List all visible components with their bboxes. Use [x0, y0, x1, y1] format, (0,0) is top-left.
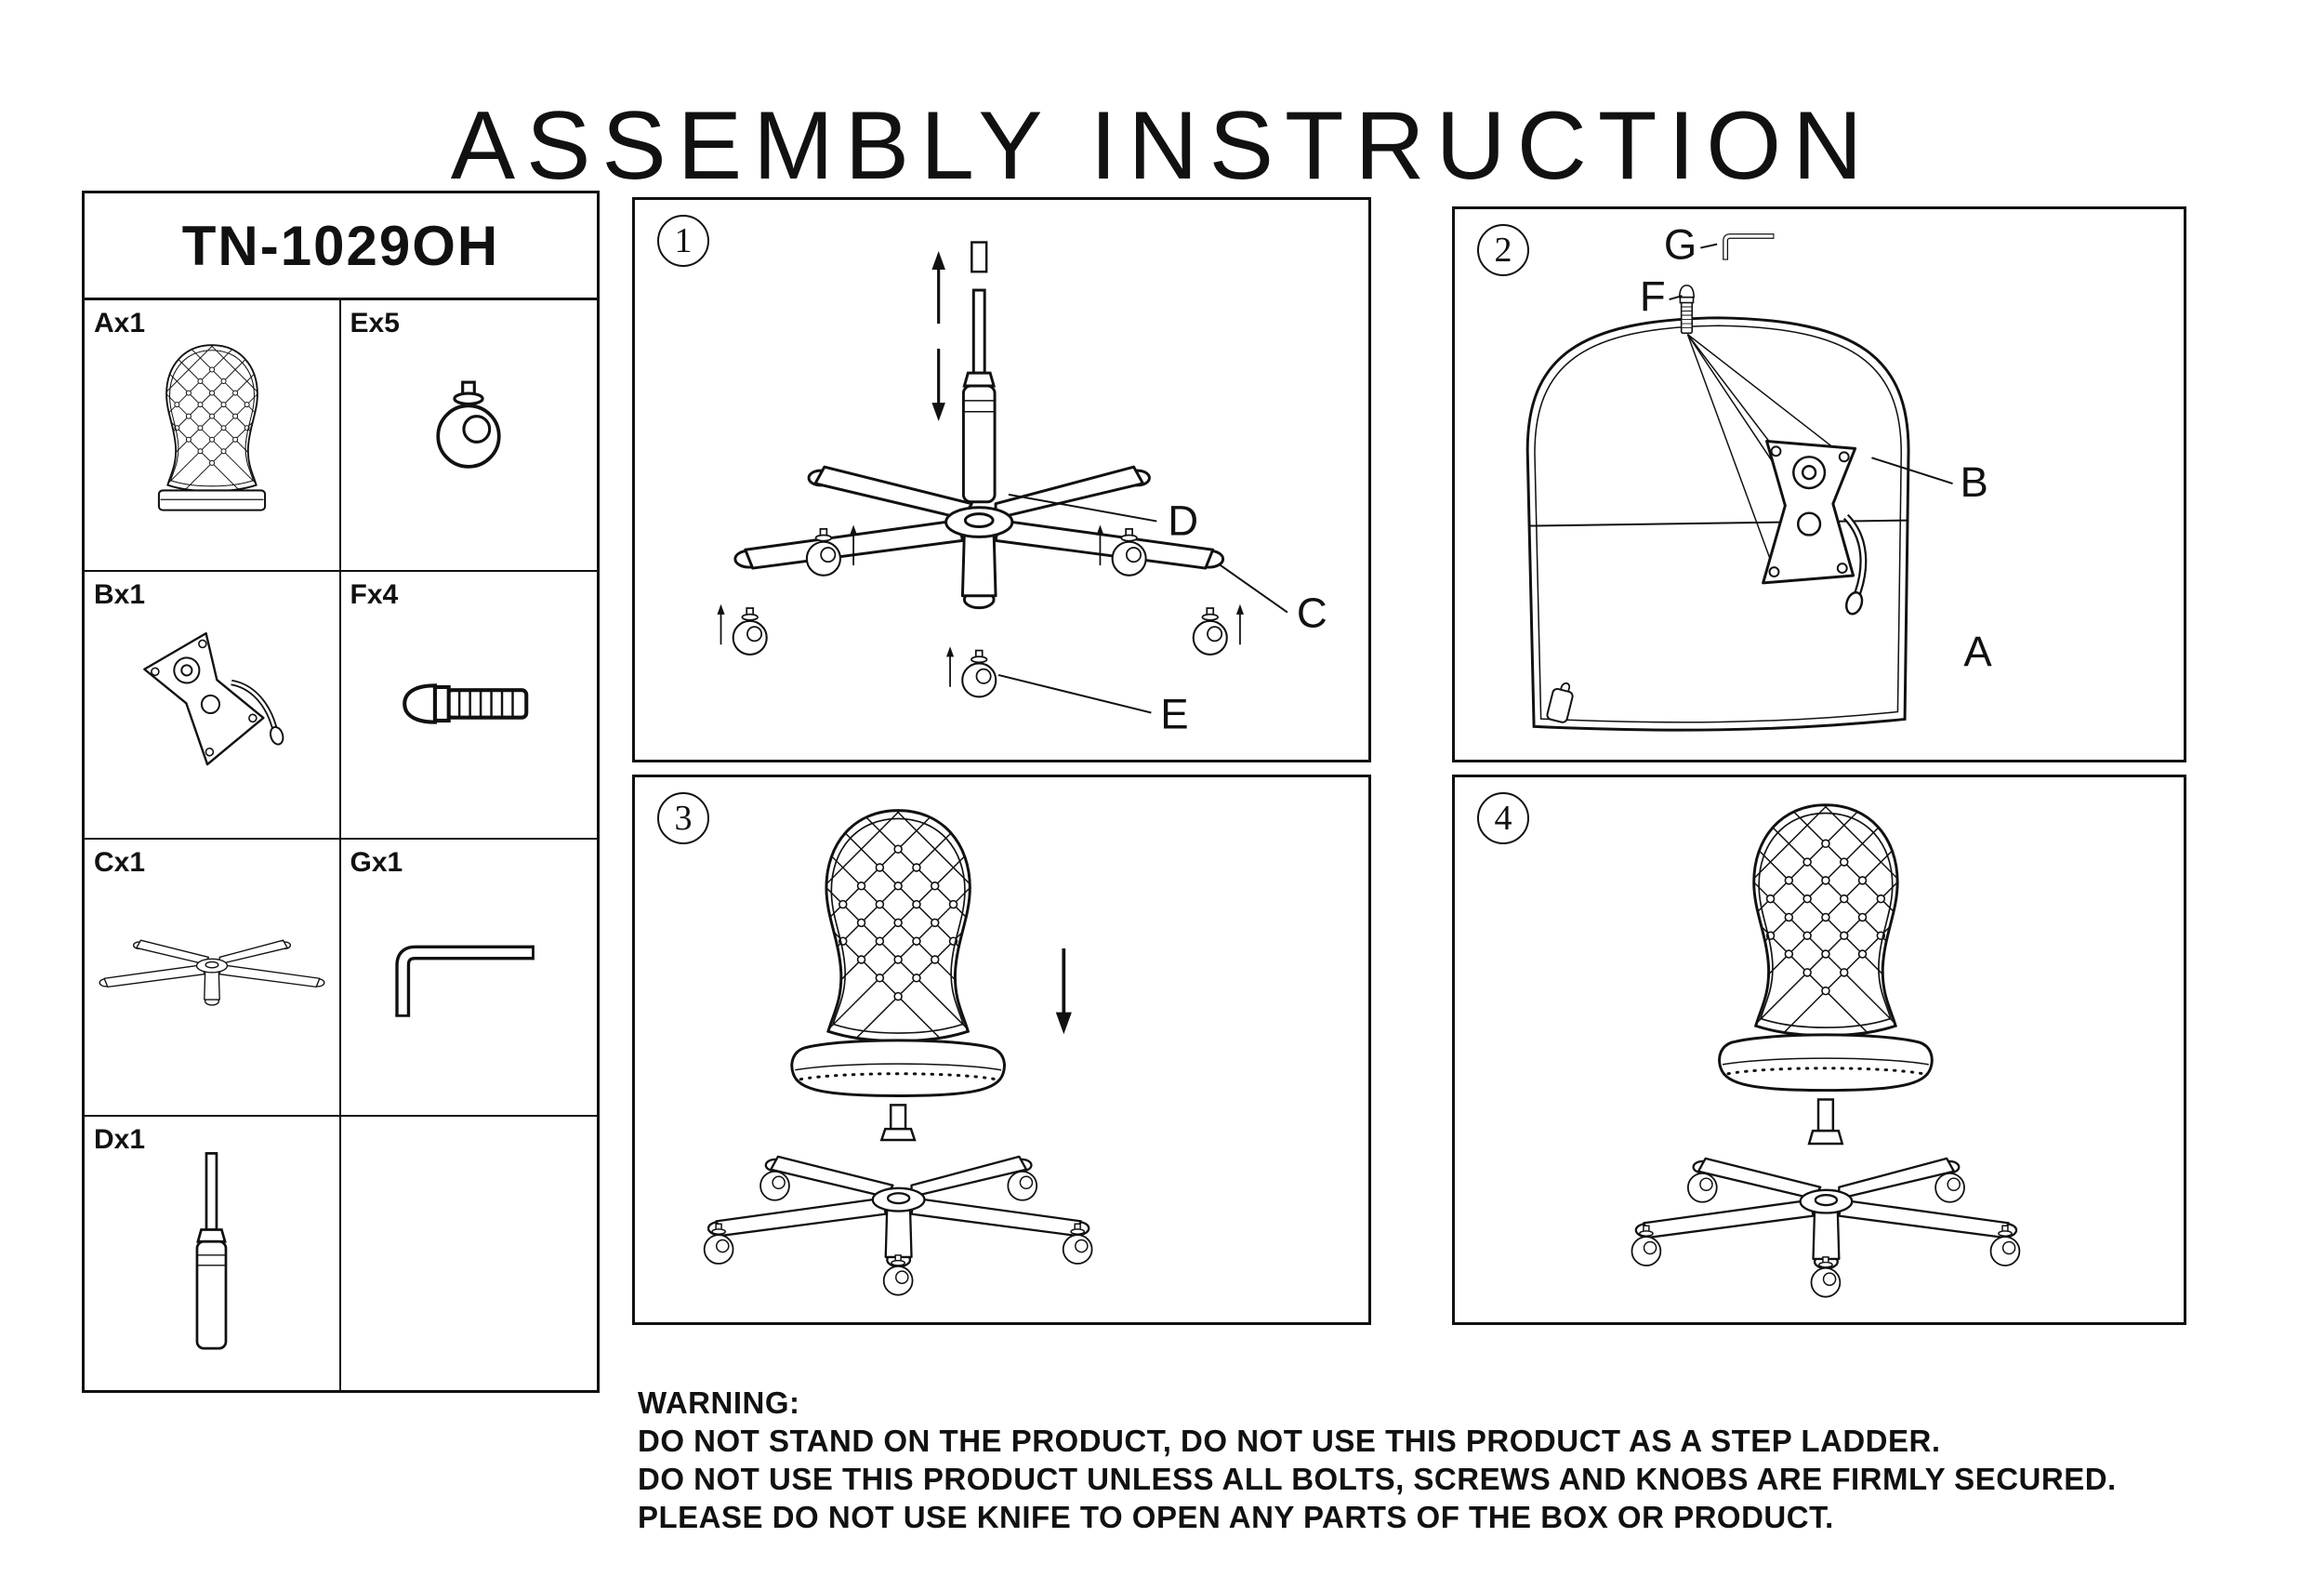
arrow-up-icon — [945, 645, 956, 688]
part-label: Fx4 — [350, 579, 399, 610]
callout-b: B — [1960, 458, 1987, 506]
allen-key-icon — [375, 928, 562, 1027]
part-cell-a: Ax1 — [85, 300, 341, 572]
parts-panel: TN-1029OH Ax1 Ex5 Bx1 — [82, 191, 600, 1393]
caster-icon — [732, 606, 768, 656]
callout-e: E — [1160, 690, 1188, 737]
callout-g: G — [1664, 220, 1697, 268]
tilt-mechanism-icon — [111, 616, 313, 795]
part-cell-b: Bx1 — [85, 572, 341, 840]
step3-diagram — [703, 777, 1093, 1296]
step2-diagram: G F B A — [1525, 220, 1992, 732]
part-label: Ex5 — [350, 308, 400, 338]
five-star-base-icon — [99, 939, 325, 1006]
callout-a: A — [1963, 628, 1992, 675]
model-number: TN-1029OH — [85, 193, 597, 300]
step4-diagram — [1631, 777, 2021, 1298]
part-label: Dx1 — [94, 1124, 146, 1155]
caster-icon — [436, 380, 501, 469]
step-number-badge: 4 — [1477, 792, 1529, 844]
arrow-down-icon — [1056, 948, 1072, 1034]
step-number-badge: 2 — [1477, 224, 1529, 276]
step-2-panel: G F B A 2 — [1452, 206, 2186, 762]
warning-heading: WARNING: — [638, 1385, 800, 1420]
chair-back-icon — [113, 340, 310, 511]
part-cell-e: Ex5 — [340, 300, 597, 572]
step-number: 3 — [674, 799, 693, 838]
allen-key-icon — [1723, 233, 1774, 259]
arrow-up-icon — [930, 249, 947, 325]
step-number-badge: 3 — [657, 792, 709, 844]
gas-lift-icon — [961, 288, 997, 504]
step-number-badge: 1 — [657, 215, 709, 267]
warning-line: PLEASE DO NOT USE KNIFE TO OPEN ANY PART… — [638, 1500, 1834, 1534]
parts-grid: Ax1 Ex5 Bx1 — [85, 300, 597, 1390]
part-cell-f: Fx4 — [340, 572, 597, 840]
callout-f: F — [1640, 272, 1666, 320]
caster-icon — [805, 527, 841, 576]
bolt-icon — [1678, 285, 1695, 335]
step-number: 2 — [1494, 231, 1512, 270]
caster-icon — [1192, 606, 1228, 656]
step-number: 1 — [674, 221, 693, 260]
step-3-panel: 3 — [632, 775, 1371, 1325]
arrow-up-icon — [1235, 603, 1245, 646]
chair-upper-icon — [1706, 777, 1954, 1120]
warning-block: WARNING: DO NOT STAND ON THE PRODUCT, DO… — [638, 1384, 2255, 1536]
caster-icon — [961, 649, 997, 698]
empty-cell — [341, 1117, 598, 1390]
step-1-panel: D C E 1 — [632, 197, 1371, 762]
callout-c: C — [1297, 589, 1327, 636]
arrow-up-icon — [716, 603, 726, 646]
tag-icon — [1546, 682, 1574, 723]
part-cell-c: Cx1 — [85, 840, 341, 1117]
chair-upper-icon — [778, 777, 1026, 1125]
step1-diagram: D C E — [716, 241, 1327, 737]
five-star-base-icon — [1634, 1157, 2018, 1270]
part-label: Ax1 — [94, 308, 146, 338]
arrow-down-icon — [930, 347, 947, 423]
part-label: Cx1 — [94, 847, 146, 878]
page-title: ASSEMBLY INSTRUCTION — [450, 91, 1874, 200]
step-number: 4 — [1494, 799, 1512, 838]
part-cell-d: Dx1 — [85, 1117, 341, 1390]
warning-line: DO NOT STAND ON THE PRODUCT, DO NOT USE … — [638, 1424, 1941, 1458]
callout-d: D — [1168, 497, 1198, 544]
bolt-icon — [390, 669, 547, 740]
gas-lift-icon — [195, 1152, 228, 1350]
step-4-panel: 4 — [1452, 775, 2186, 1325]
part-label: Bx1 — [94, 579, 146, 610]
part-cell-g: Gx1 — [340, 840, 597, 1117]
five-star-base-icon — [706, 1155, 1090, 1268]
warning-line: DO NOT USE THIS PRODUCT UNLESS ALL BOLTS… — [638, 1462, 2117, 1496]
part-label: Gx1 — [350, 847, 403, 878]
